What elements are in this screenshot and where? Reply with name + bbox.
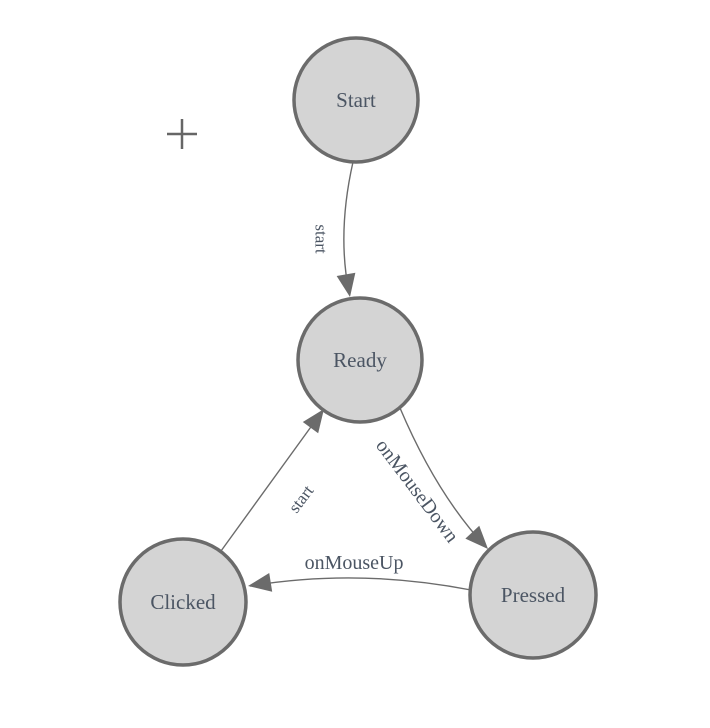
state-circle-clicked[interactable] [118,537,248,667]
transition-edge-ready-to-pressed[interactable]: onMouseDown [371,407,488,549]
edge-line-pressed-to-clicked[interactable] [249,577,472,591]
edge-label-pressed-to-clicked: onMouseUp [305,552,404,574]
state-node-pressed[interactable]: Pressed [468,530,598,660]
state-label-ready: Ready [333,348,387,372]
edge-label-start-to-ready: start [312,224,331,254]
crosshair-cursor-icon [167,119,197,149]
arrowhead-icon [465,525,488,549]
state-node-clicked[interactable]: Clicked [118,537,248,667]
transition-edge-clicked-to-ready[interactable]: start [220,409,324,552]
arrowhead-icon [302,409,324,434]
state-circle-start[interactable] [292,36,420,164]
edge-label-ready-to-pressed: onMouseDown [371,435,463,547]
edge-line-clicked-to-ready[interactable] [220,412,322,552]
state-label-pressed: Pressed [501,583,566,607]
state-label-start: Start [336,88,376,112]
state-circle-ready[interactable] [296,296,424,424]
state-circle-pressed[interactable] [468,530,598,660]
arrowhead-icon [336,272,356,297]
transition-edge-start-to-ready[interactable]: start [312,161,356,297]
arrowhead-icon [248,573,273,592]
state-node-ready[interactable]: Ready [296,296,424,424]
edge-label-clicked-to-ready: start [285,481,318,516]
transition-edge-pressed-to-clicked[interactable]: onMouseUp [248,552,472,592]
state-label-clicked: Clicked [150,590,216,614]
state-node-start[interactable]: Start [292,36,420,164]
edge-line-start-to-ready[interactable] [343,161,354,293]
